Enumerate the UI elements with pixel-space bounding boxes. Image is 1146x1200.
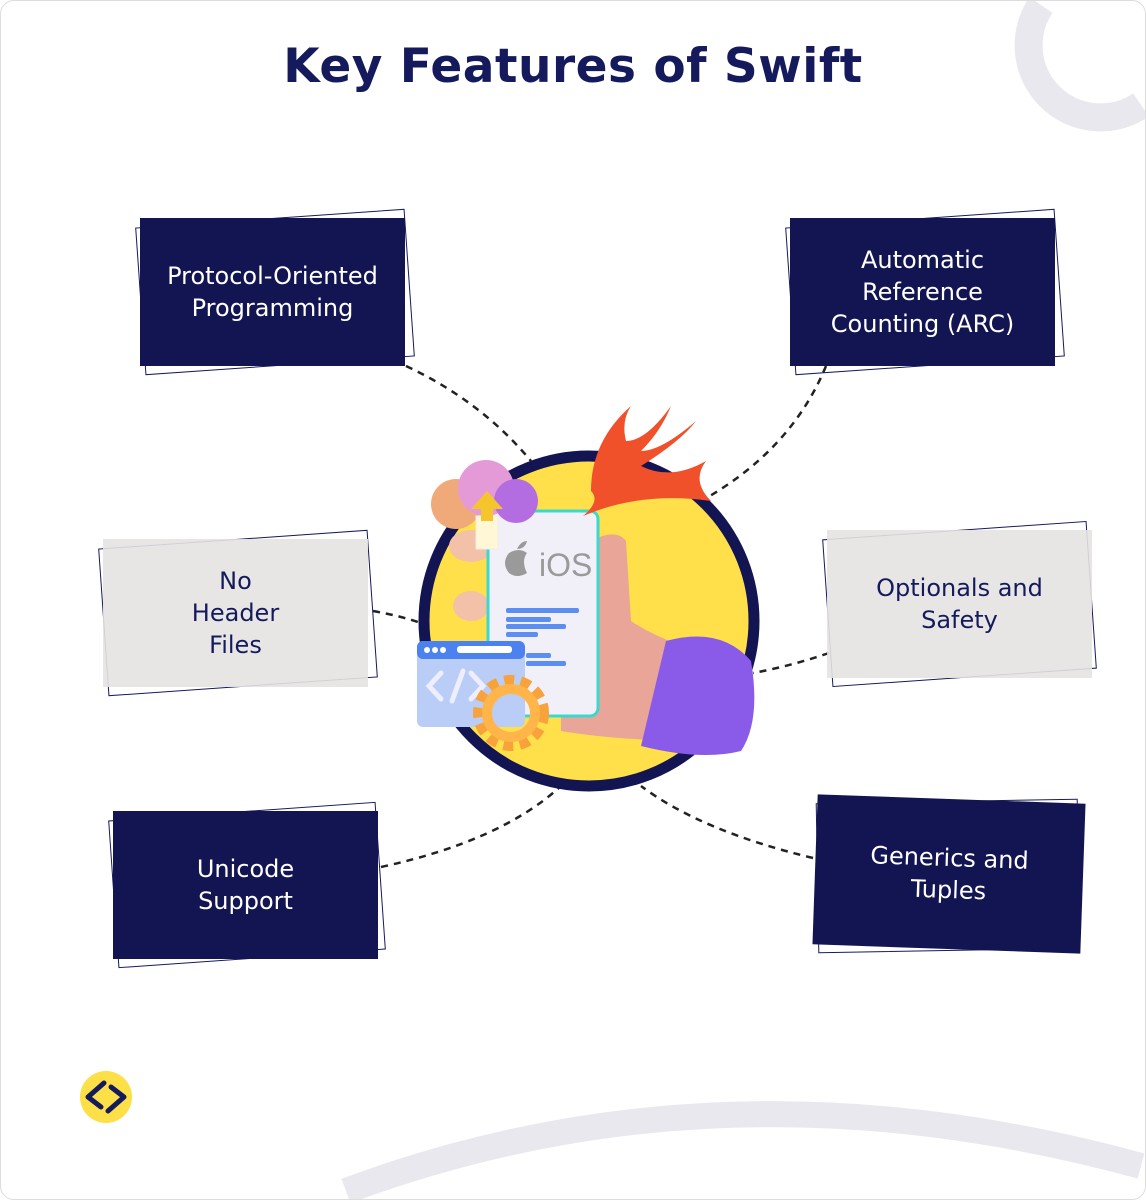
feature-label: Unicode Support (113, 811, 378, 959)
code-window-icon (417, 641, 525, 727)
feature-label: No Header Files (103, 539, 368, 687)
gear-icon (473, 675, 549, 751)
feature-card-optionals: Optionals and Safety (822, 520, 1097, 688)
feature-label: Protocol-Oriented Programming (140, 218, 405, 366)
swift-logo-icon (583, 406, 711, 516)
ios-text: iOS (539, 547, 592, 583)
apple-icon (505, 541, 527, 576)
feature-card-arc: Automatic Reference Counting (ARC) (785, 208, 1065, 376)
cloud-upload-icon (431, 460, 538, 550)
feature-card-protocol-oriented: Protocol-Oriented Programming (135, 208, 415, 376)
decorative-arc-bottom (341, 1101, 1145, 1199)
feature-label: Optionals and Safety (827, 530, 1092, 678)
feature-card-unicode: Unicode Support (108, 801, 386, 969)
page-title: Key Features of Swift (283, 39, 863, 94)
feature-card-no-header-files: No Header Files (98, 529, 378, 697)
connector-lines (372, 364, 830, 869)
decorative-arc-top (1014, 1, 1145, 132)
feature-label: Automatic Reference Counting (ARC) (790, 218, 1055, 366)
